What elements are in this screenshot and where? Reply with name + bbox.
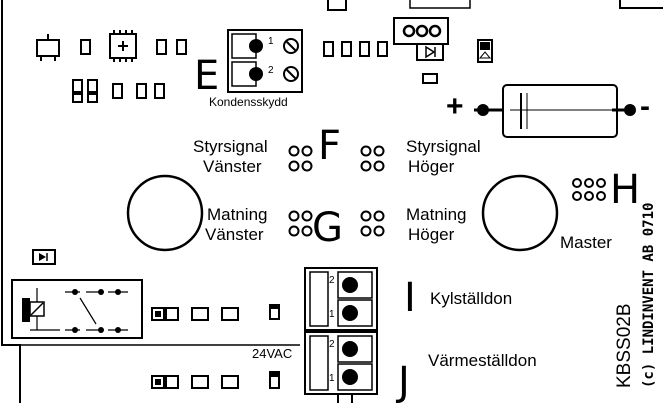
label-h: H xyxy=(610,167,641,213)
smd-row-middle xyxy=(323,41,388,57)
label-matning-right: Matning xyxy=(406,205,467,224)
label-matning-left: Matning xyxy=(207,205,268,224)
electrolytic-capacitor xyxy=(474,84,636,138)
diode-top xyxy=(416,43,444,61)
smd-row-bottom-marks xyxy=(155,305,279,385)
label-styrsignal-right: Styrsignal xyxy=(406,137,481,156)
pad-group-f-left xyxy=(288,145,313,172)
three-pin-header xyxy=(393,17,449,45)
label-vanster-2: Vänster xyxy=(205,225,264,244)
diode-left xyxy=(32,249,56,265)
mounting-hole-right xyxy=(481,174,559,252)
label-i: I xyxy=(404,275,416,321)
label-varmestalldon: Värmeställdon xyxy=(428,351,537,370)
label-kondensskydd: Kondensskydd xyxy=(209,95,288,109)
relay-component xyxy=(11,279,143,339)
led-top-right xyxy=(477,39,493,63)
board-notch-right xyxy=(409,0,471,9)
label-e: E xyxy=(194,53,220,99)
capacitor-plus: + xyxy=(446,90,464,123)
transistor-component xyxy=(36,34,60,61)
ic-chip xyxy=(109,30,137,62)
pad-group-h xyxy=(572,178,606,201)
terminal-block-i xyxy=(304,267,378,331)
pad-group-f-right xyxy=(360,145,385,172)
board-id: KBSS02B xyxy=(614,303,635,389)
label-hoger-2: Höger xyxy=(408,225,455,244)
terminal-block-e xyxy=(227,29,303,93)
terminal-block-j xyxy=(304,331,378,403)
label-j: J xyxy=(398,359,410,405)
pad-group-g-right xyxy=(360,210,385,237)
board-copyright: (c) LINDINVENT AB 0710 xyxy=(641,202,657,388)
label-vanster-1: Vänster xyxy=(203,157,262,176)
label-24vac: 24VAC xyxy=(252,346,293,361)
label-g: G xyxy=(312,205,343,251)
label-f: F xyxy=(318,123,342,169)
pin-number-i-1: 1 xyxy=(329,309,335,320)
board-outline-right xyxy=(619,0,663,9)
pin-number-e-1: 1 xyxy=(268,36,274,47)
pin-number-i-2: 2 xyxy=(329,275,335,286)
smd-small-right xyxy=(422,73,438,84)
label-master: Master xyxy=(560,233,612,252)
pad-group-g-left xyxy=(288,210,313,237)
capacitor-minus: - xyxy=(640,90,650,123)
pin-number-e-2: 2 xyxy=(268,65,274,76)
label-styrsignal-left: Styrsignal xyxy=(193,137,268,156)
board-notch xyxy=(327,0,347,11)
label-hoger-1: Höger xyxy=(408,157,455,176)
smd-resistors-top xyxy=(72,39,187,103)
board-outline-left xyxy=(1,0,21,403)
label-kylstalldon: Kylställdon xyxy=(430,289,513,308)
pin-number-j-1: 1 xyxy=(329,373,335,384)
pin-number-j-2: 2 xyxy=(329,339,335,350)
mounting-hole-left xyxy=(126,174,204,252)
